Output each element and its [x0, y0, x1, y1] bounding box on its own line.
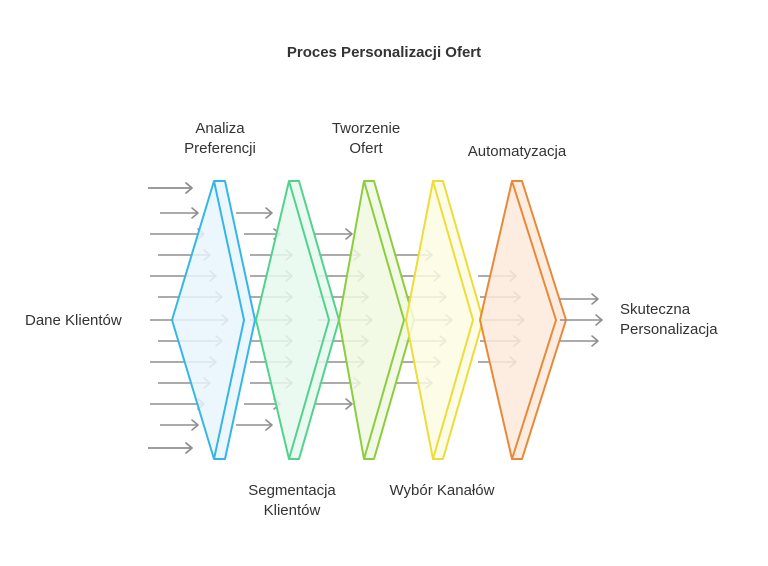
output-label-line-2: Personalizacja — [620, 321, 718, 338]
input-arrow-front — [148, 442, 193, 454]
output-label-line-1: Skuteczna — [620, 301, 691, 318]
stage-5-inner-edge — [511, 180, 557, 460]
input-arrow — [160, 207, 199, 219]
stage-3-chevron — [338, 180, 415, 460]
flow-arrow — [236, 419, 273, 431]
input-arrow — [160, 419, 199, 431]
output-arrow — [560, 335, 599, 347]
output-label: Skuteczna Personalizacja — [620, 300, 718, 340]
stage-1-label: Analiza Preferencji — [165, 119, 275, 159]
stage-1-inner-edge — [213, 180, 245, 460]
input-label-text: Dane Klientów — [25, 312, 122, 329]
diagram-title: Proces Personalizacji Ofert — [286, 44, 482, 61]
flow-arrow — [314, 228, 353, 240]
output-arrow — [560, 314, 603, 326]
stage-4-chevron — [405, 180, 484, 460]
stage-1-label-line-1: Analiza — [195, 120, 245, 137]
stage-2-chevron — [255, 180, 340, 460]
stage-3-inner-edge — [363, 180, 405, 460]
flow-arrow — [236, 207, 273, 219]
stage-4-label: Wybór Kanałów — [372, 481, 512, 501]
stage-5-chevron — [479, 180, 567, 460]
stage-2-label-line-1: Segmentacja — [248, 482, 336, 499]
stage-3-label: Tworzenie Ofert — [311, 119, 421, 159]
flow-arrow — [314, 398, 353, 410]
stage-4-inner-edge — [432, 180, 474, 460]
stage-2-label-line-2: Klientów — [263, 502, 321, 519]
input-label: Dane Klientów — [25, 311, 122, 331]
output-arrow — [560, 293, 599, 305]
input-arrow-front — [148, 182, 193, 194]
stage-1-label-line-2: Preferencji — [184, 140, 256, 157]
stage-2-label: Segmentacja Klientów — [230, 481, 354, 521]
stage-5-label: Automatyzacja — [452, 142, 582, 162]
stage-4-label-line-1: Wybór Kanałów — [389, 482, 495, 499]
stage-3-label-line-2: Ofert — [349, 140, 383, 157]
stage-1-chevron — [171, 180, 256, 460]
stage-3-label-line-1: Tworzenie — [331, 120, 401, 137]
stage-5-label-line-1: Automatyzacja — [467, 143, 567, 160]
stage-2-inner-edge — [288, 180, 330, 460]
